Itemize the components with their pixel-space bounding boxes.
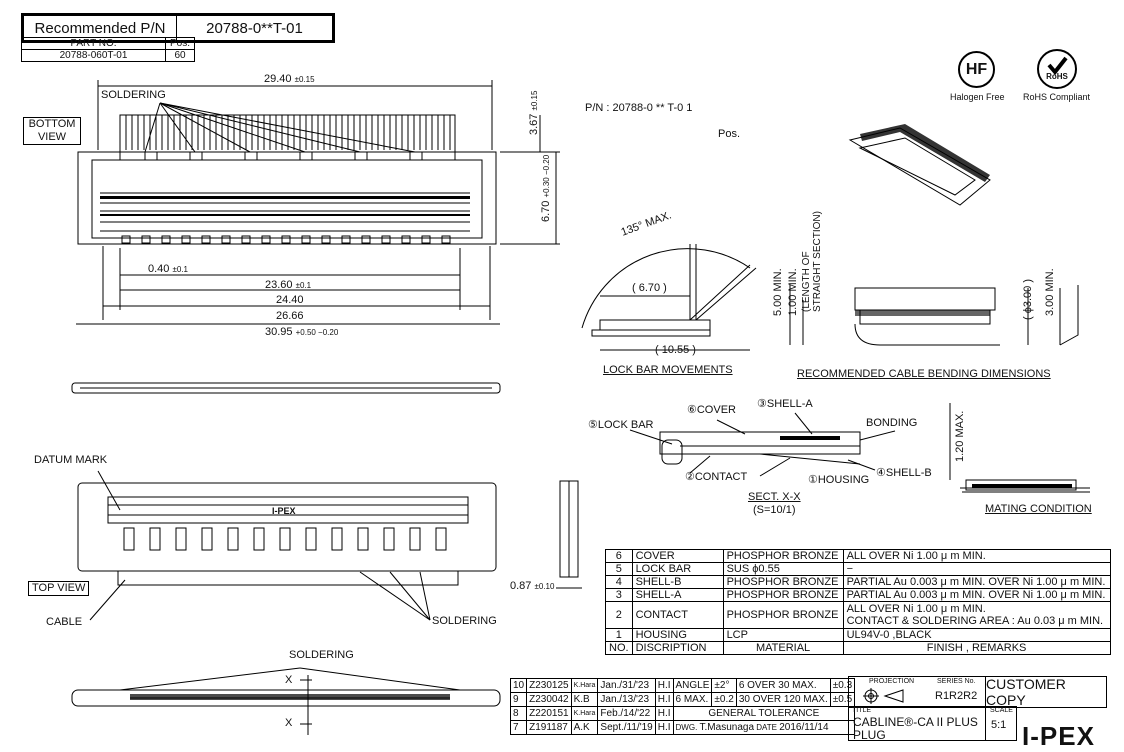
dim-3095: 30.95 +0.50 −0.20 xyxy=(265,326,339,338)
series-value: R1R2R2 xyxy=(935,690,978,702)
shell-a-part-label: ③SHELL-A xyxy=(757,398,813,410)
dim-300: 3.00 MIN. xyxy=(1044,268,1056,316)
ipex-housing-mark: I-PEX xyxy=(272,506,296,516)
materials-table: 6 COVER PHOSPHOR BRONZE ALL OVER Ni 1.00… xyxy=(605,549,1111,655)
dim-367: 3.67 ±0.15 xyxy=(528,90,540,135)
dim-2440: 24.40 xyxy=(276,294,304,306)
halogen-free-icon: HF xyxy=(958,51,995,88)
title-label: TITLE xyxy=(852,707,872,714)
rohs-text: RoHS xyxy=(1046,71,1068,81)
soldering-label-top: SOLDERING xyxy=(101,89,166,101)
bottom-view-body xyxy=(77,151,497,245)
dim-500: 5.00 MIN. xyxy=(772,268,784,316)
scale-value: 5:1 xyxy=(991,719,1007,731)
cable-bending-label: RECOMMENDED CABLE BENDING DIMENSIONS xyxy=(797,368,1051,380)
rohs-label: RoHS Compliant xyxy=(1023,92,1091,102)
scale-label: SCALE xyxy=(990,707,1013,714)
section-hatch xyxy=(130,694,450,700)
hf-text: HF xyxy=(965,60,988,78)
housing-part-label: ①HOUSING xyxy=(808,474,870,486)
rohs-icon: RoHS xyxy=(1037,49,1077,89)
scale-block: SCALE 5:1 xyxy=(985,706,1017,741)
table-row: 3 SHELL-A PHOSPHOR BRONZE PARTIAL Au 0.0… xyxy=(605,588,1111,602)
top-view-label: TOP VIEW xyxy=(28,581,90,596)
projection-block: PROJECTION SERIES No. R1R2R2 xyxy=(848,676,986,708)
dim-2940: 29.40 ±0.15 xyxy=(264,73,315,85)
dim-670: 6.70 +0.30 −0.20 xyxy=(540,154,552,222)
cable-hatching xyxy=(125,115,451,150)
dim-length: (LENGTH OF STRAIGHT SECTION) xyxy=(801,211,823,312)
top-contacts xyxy=(123,527,447,551)
dim-2360: 23.60 ±0.1 xyxy=(265,279,312,291)
title-block: TITLE CABLINE®-CA II PLUS PLUG xyxy=(848,706,986,742)
x-mark-bottom: X xyxy=(285,717,293,729)
recommended-pn-label: Recommended P/N xyxy=(24,16,177,40)
dim-670p: ( 6.70 ) xyxy=(632,282,667,294)
pn-callout: P/N : 20788-0 ** T-0 1 xyxy=(585,102,693,114)
sect-scale: (S=10/1) xyxy=(753,504,796,516)
pos-value: 60 xyxy=(164,49,196,62)
top-view-body xyxy=(77,482,497,572)
soldering-label-section: SOLDERING xyxy=(289,649,354,661)
pn-pos-label: Pos. xyxy=(718,128,741,140)
title-value: CABLINE®-CA II PLUS PLUG xyxy=(853,715,978,742)
ipex-brand-logo: I-PEX xyxy=(1022,721,1095,751)
table-row: 5 LOCK BAR SUS ϕ0.55 − xyxy=(605,562,1111,576)
bottom-pads xyxy=(121,151,451,244)
table-row: 6 COVER PHOSPHOR BRONZE ALL OVER Ni 1.00… xyxy=(605,549,1111,563)
table-row: 2 CONTACT PHOSPHOR BRONZE ALL OVER Ni 1.… xyxy=(605,601,1111,629)
lock-bar-arc xyxy=(581,248,751,329)
dim-1055: ( 10.55 ) xyxy=(655,344,696,356)
cable-label: CABLE xyxy=(46,616,83,628)
customer-copy: CUSTOMER COPY xyxy=(985,676,1107,708)
soldering-label-top-view: SOLDERING xyxy=(432,615,497,627)
shell-b-part-label: ④SHELL-B xyxy=(876,467,932,479)
part-number-table: PART NO. Pos. 20788-060T-01 60 xyxy=(21,37,196,62)
dim-2666: 26.66 xyxy=(276,310,304,322)
dim-040: 0.40 ±0.1 xyxy=(148,263,188,275)
projection-icon xyxy=(863,688,904,704)
projection-label: PROJECTION xyxy=(869,678,915,685)
recommended-pn-value: 20788-0**T-01 xyxy=(206,19,303,37)
sect-label: SECT. X-X xyxy=(748,491,801,503)
bottom-view-label: BOTTOM VIEW xyxy=(23,117,81,145)
datum-mark-label: DATUM MARK xyxy=(34,454,108,466)
dim-100: 1.00 MIN. xyxy=(787,268,799,316)
table-row: 4 SHELL-B PHOSPHOR BRONZE PARTIAL Au 0.0… xyxy=(605,575,1111,589)
cover-part-label: ⑥COVER xyxy=(687,404,736,416)
x-mark-top: X xyxy=(285,674,293,686)
dim-120: 1.20 MAX. xyxy=(954,410,966,462)
series-label: SERIES No. xyxy=(937,678,976,685)
dim-phi300: ( ϕ3.00 ) xyxy=(1022,278,1034,320)
lock-bar-movements-label: LOCK BAR MOVEMENTS xyxy=(603,364,733,376)
mating-condition-label: MATING CONDITION xyxy=(985,503,1092,515)
contact-part-label: ②CONTACT xyxy=(685,471,748,483)
bonding-label: BONDING xyxy=(866,417,918,429)
check-icon xyxy=(1047,56,1068,76)
part-no-value: 20788-060T-01 xyxy=(21,49,166,62)
halogen-free-label: Halogen Free xyxy=(950,92,1005,102)
table-row: 1 HOUSING LCP UL94V-0 ,BLACK xyxy=(605,628,1111,642)
table-header: NO. DISCRIPTION MATERIAL FINISH , REMARK… xyxy=(605,641,1111,655)
dim-087: 0.87 ±0.10 xyxy=(510,580,555,592)
contact-row xyxy=(100,196,470,199)
lock-bar-part-label: ⑤LOCK BAR xyxy=(588,419,654,431)
